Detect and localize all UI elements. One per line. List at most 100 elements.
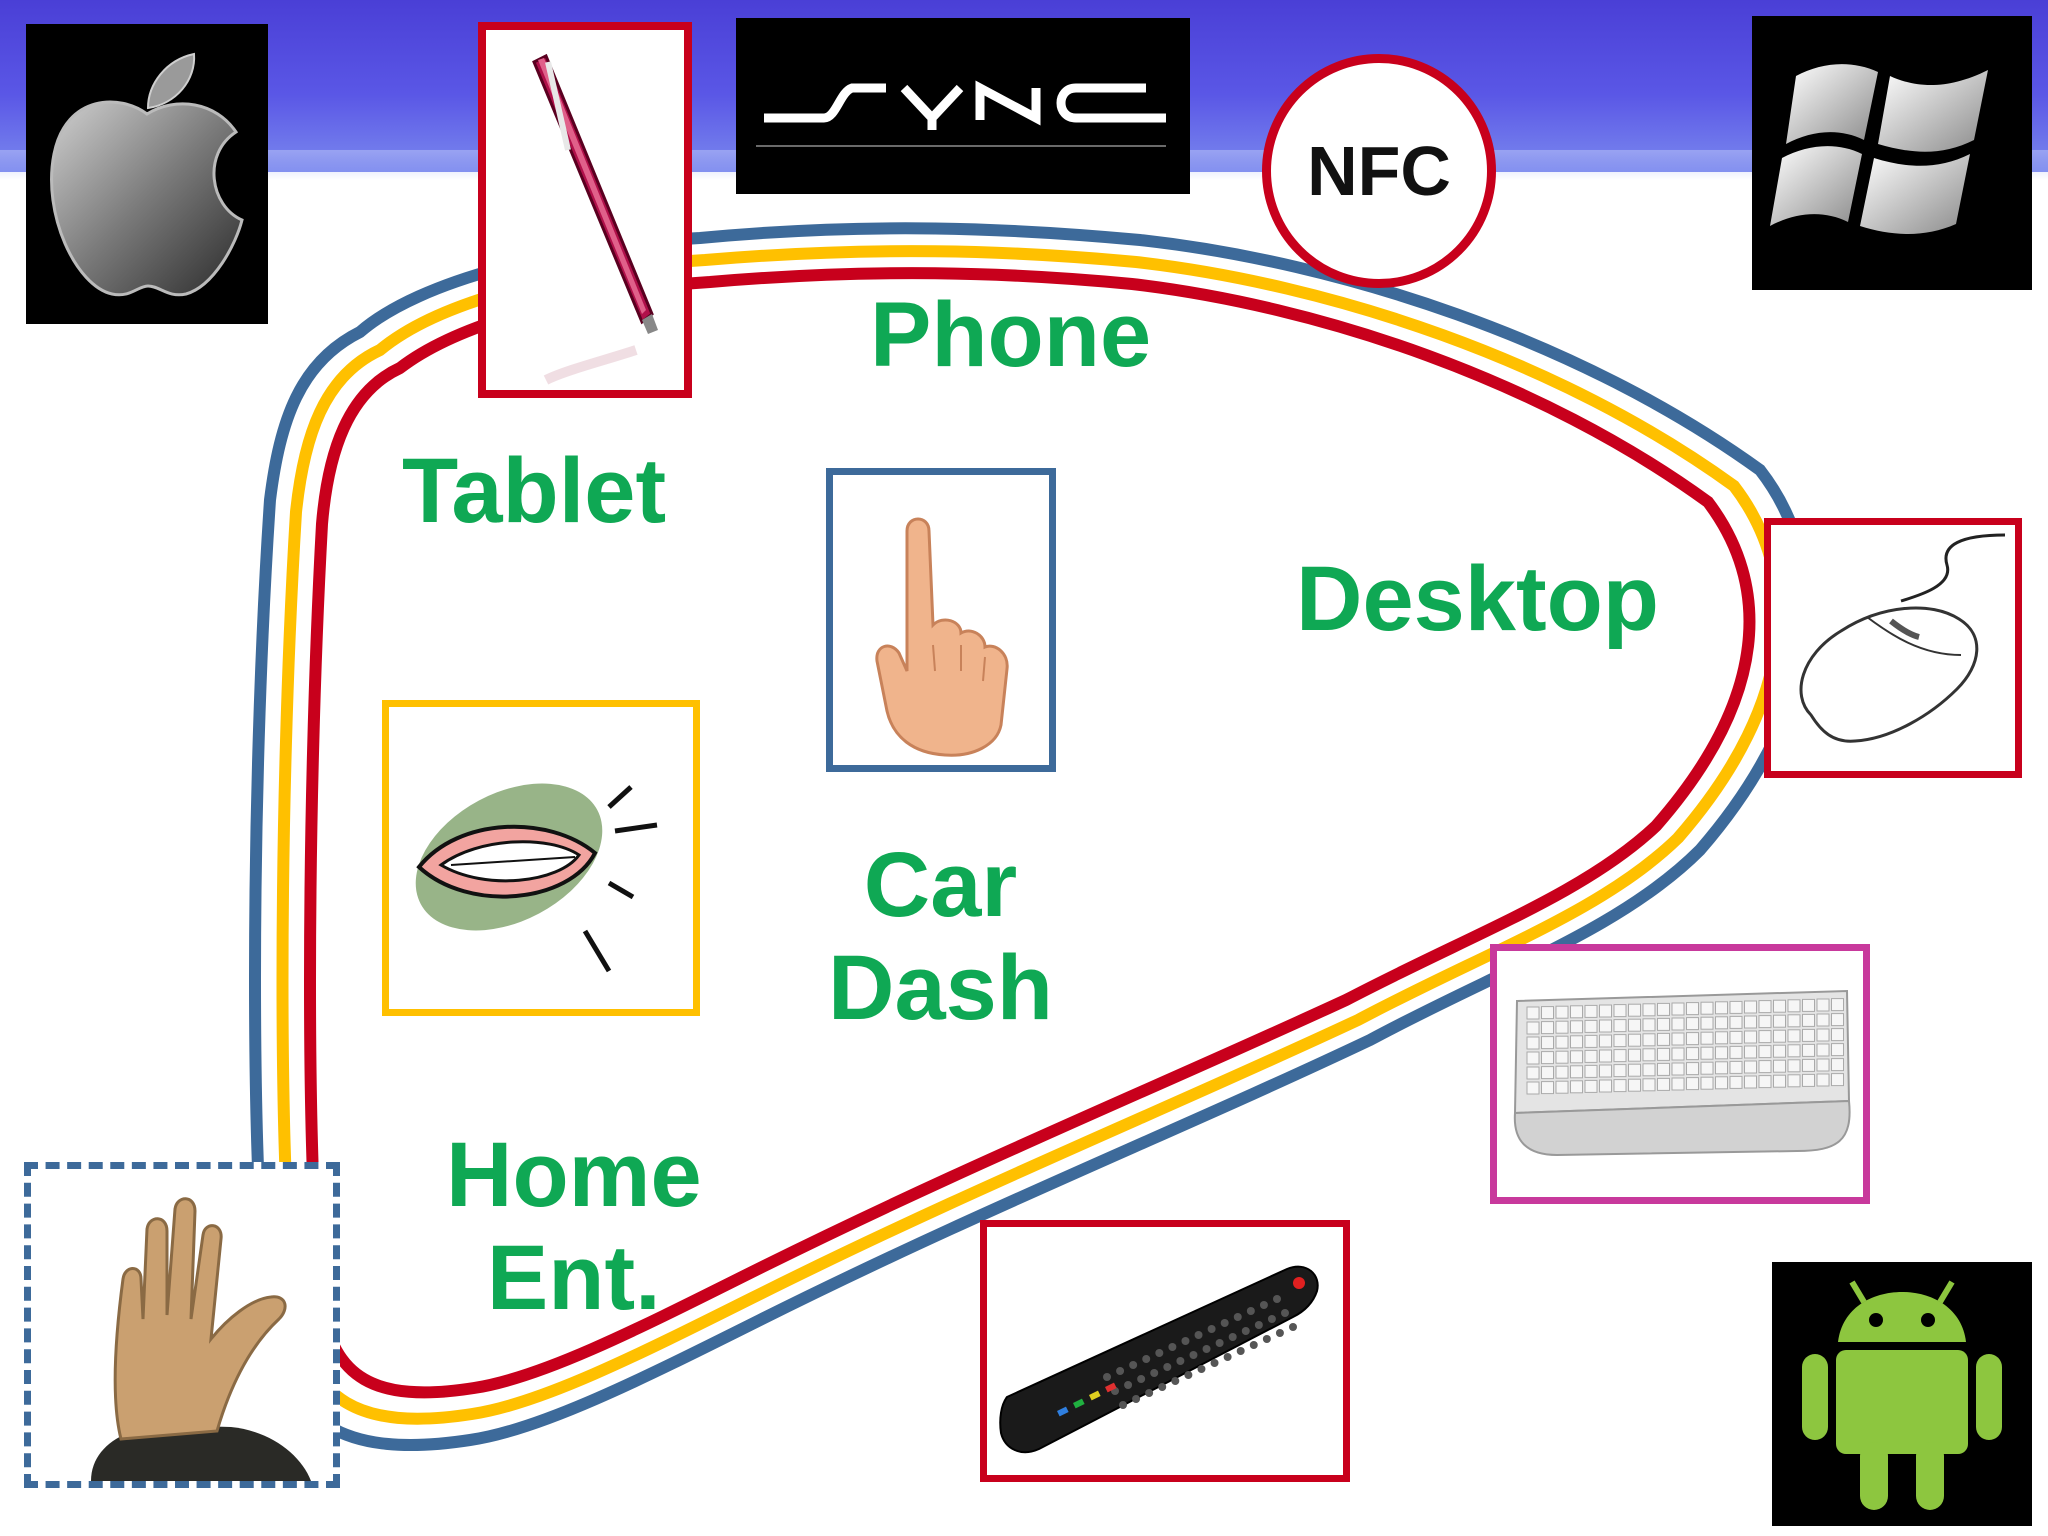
keyboard-key [1555,1005,1569,1019]
stop-hand-tile [24,1162,340,1488]
keyboard-key [1570,1080,1583,1094]
remote-button [1267,1315,1276,1323]
remote-button [1181,1337,1190,1345]
keyboard-key [1657,1002,1670,1016]
stylus-pen-tile [478,22,692,398]
keyboard-key [1555,1050,1569,1064]
keyboard-key [1599,1004,1612,1018]
windows-logo-tile [1752,16,2032,290]
keyboard-key [1773,1059,1786,1073]
windows-logo-icon [1770,64,1988,234]
keyboard-key [1787,1029,1801,1043]
remote-button [1233,1313,1242,1321]
keyboard-key [1744,1045,1757,1059]
keyboard-key [1613,1019,1627,1033]
keyboard-icon [1513,989,1851,1157]
keyboard-key [1787,1074,1801,1088]
keyboard-key [1657,1017,1670,1031]
keyboard-key [1526,1006,1540,1020]
remote-button [1184,1371,1193,1379]
label-home-ent: Home Ent. [446,1124,702,1330]
remote-button [1103,1373,1111,1381]
keyboard-key [1700,1061,1714,1075]
remote-button [1273,1295,1281,1303]
remote-button [1124,1381,1133,1389]
remote-control-tile [980,1220,1350,1482]
keyboard-key [1555,1020,1569,1034]
speaking-mouth-tile [382,700,700,1016]
keyboard-key [1773,1014,1786,1028]
keyboard-key [1816,1073,1830,1087]
keyboard-key [1773,999,1786,1013]
remote-button [1275,1329,1284,1337]
keyboard-key [1700,1001,1714,1015]
label-car-dash: Car Dash [828,834,1053,1040]
keyboard-key [1671,1077,1685,1091]
keyboard-key [1816,1043,1830,1057]
keyboard-key [1787,1059,1801,1073]
keyboard-key [1744,1060,1757,1074]
keyboard-key [1773,1044,1786,1058]
keyboard-key [1584,1019,1598,1033]
pointing-finger-tile [826,468,1056,772]
keyboard-key [1831,1058,1844,1072]
remote-button [1254,1321,1263,1329]
remote-button [1281,1309,1289,1317]
remote-button [1262,1335,1271,1343]
keyboard-key [1599,1034,1612,1048]
remote-button [1150,1369,1159,1377]
keyboard-key [1816,1013,1830,1027]
keyboard-key [1657,1077,1670,1091]
apple-logo-icon [50,52,244,297]
keyboard-key [1744,1030,1757,1044]
keyboard-key [1541,1036,1554,1050]
keyboard-key [1584,1064,1598,1078]
keyboard-key [1526,1081,1540,1095]
remote-button [1202,1345,1211,1353]
keyboard-key [1758,1030,1772,1044]
keyboard-key [1570,1065,1583,1079]
keyboard-key [1570,1020,1583,1034]
keyboard-key [1541,1081,1554,1095]
keyboard-key [1584,1049,1598,1063]
stop-hand-icon [91,1197,311,1481]
keyboard-key [1715,1061,1728,1075]
loop-line-yellow [276,245,1785,1425]
remote-button [1223,1353,1232,1361]
label-desktop: Desktop [1296,548,1659,650]
remote-button [1116,1367,1125,1375]
remote-button [1129,1361,1138,1369]
nfc-badge-icon: NFC [1262,54,1496,288]
keyboard-key [1744,1075,1757,1089]
computer-mouse-icon [1799,533,2006,743]
keyboard-key [1526,1036,1540,1050]
remote-button [1142,1355,1151,1363]
keyboard-key [1729,1060,1743,1074]
keyboard-key [1642,1048,1656,1062]
keyboard-key [1526,1021,1540,1035]
keyboard-key [1555,1080,1569,1094]
keyboard-key [1715,1076,1728,1090]
keyboard-key [1758,1060,1772,1074]
keyboard-key [1831,1013,1844,1027]
speaking-mouth-icon [415,783,658,973]
keyboard-key [1613,1034,1627,1048]
keyboard-key [1599,1049,1612,1063]
keyboard-key [1541,1066,1554,1080]
sync-logo-icon [756,80,1166,147]
keyboard-key [1541,1021,1554,1035]
keyboard-key [1729,1030,1743,1044]
keyboard-key [1628,1018,1641,1032]
keyboard-key [1642,1018,1656,1032]
remote-button [1132,1395,1141,1403]
keyboard-key [1541,1006,1554,1020]
keyboard-key [1787,1014,1801,1028]
remote-button [1259,1301,1268,1309]
computer-mouse-tile [1764,518,2022,778]
keyboard-key [1700,1076,1714,1090]
keyboard-key [1715,1031,1728,1045]
remote-control-icon [999,1265,1319,1454]
sync-logo-tile [736,18,1190,194]
remote-button [1119,1401,1127,1409]
